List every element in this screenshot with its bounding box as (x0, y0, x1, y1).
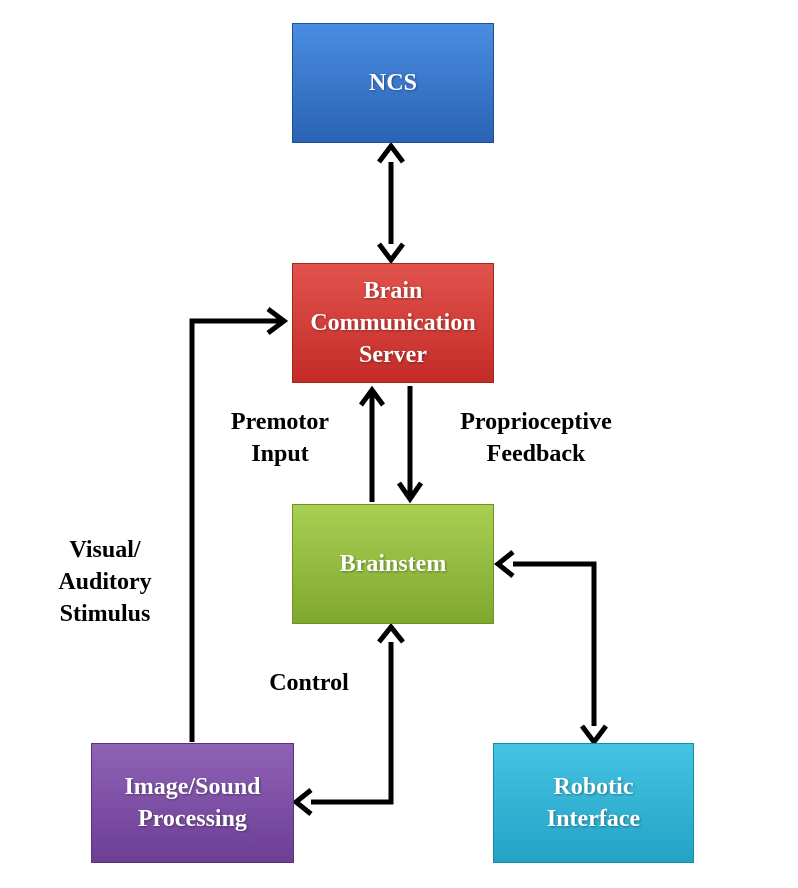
brainstem-node: Brainstem (292, 504, 494, 624)
robotic-interface-node: Robotic Interface (493, 743, 694, 863)
visual-line-2: Auditory (58, 569, 152, 595)
robotic-label-line-2: Interface (546, 806, 641, 832)
premotor-line-2: Input (251, 441, 309, 467)
proprioceptive-line-1: Proprioceptive (460, 409, 612, 435)
proprioceptive-feedback-label: Proprioceptive Feedback (430, 406, 642, 470)
image-sound-processing-node: Image/Sound Processing (91, 743, 294, 863)
bcs-label-line-3: Server (359, 342, 427, 368)
control-text: Control (269, 670, 349, 696)
brain-communication-server-node: Brain Communication Server (292, 263, 494, 383)
isp-label-line-1: Image/Sound (124, 774, 261, 800)
arrow-premotor-input (358, 385, 386, 502)
isp-label-line-2: Processing (138, 806, 247, 832)
proprioceptive-line-2: Feedback (486, 441, 586, 467)
arrow-ncs-bcs (377, 141, 405, 265)
arrow-brainstem-robotic (493, 550, 608, 747)
control-label: Control (244, 667, 374, 699)
arrow-proprioceptive-feedback (396, 386, 424, 504)
brainstem-label: Brainstem (339, 551, 447, 577)
premotor-line-1: Premotor (230, 409, 330, 435)
visual-line-1: Visual/ (69, 537, 141, 563)
arrow-visual-auditory-stimulus (189, 307, 289, 742)
visual-auditory-stimulus-label: Visual/ Auditory Stimulus (30, 534, 180, 630)
bcs-label-line-1: Brain (363, 278, 423, 304)
visual-line-3: Stimulus (59, 601, 151, 627)
ncs-node: NCS (292, 23, 494, 143)
robotic-label-line-1: Robotic (553, 774, 634, 800)
premotor-input-label: Premotor Input (210, 406, 350, 470)
bcs-label-line-2: Communication (310, 310, 476, 336)
ncs-label: NCS (368, 70, 417, 96)
arrow-control (291, 622, 405, 816)
